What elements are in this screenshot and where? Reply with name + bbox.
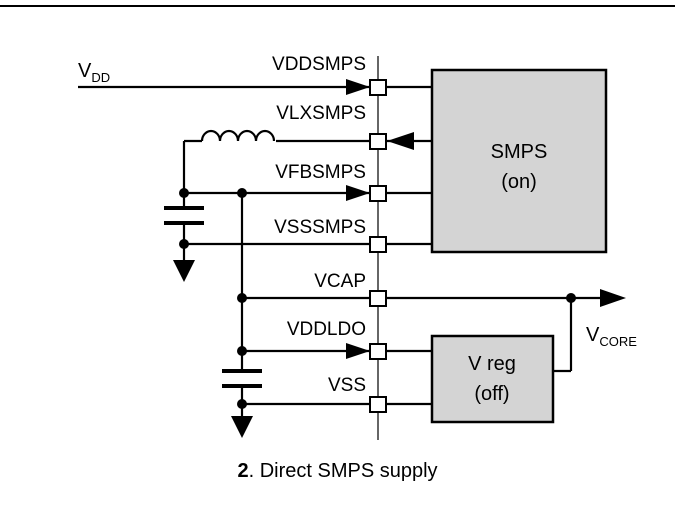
- left-ground-symbol: [173, 260, 195, 282]
- lower-ground-symbol: [231, 416, 253, 438]
- inductor-symbol: [200, 129, 276, 142]
- pin-label-vcap: VCAP: [314, 271, 366, 292]
- vlx-arrow: [387, 132, 414, 150]
- vreg-block-title: V reg: [468, 353, 516, 375]
- vdd-label: VDD: [78, 60, 110, 85]
- vddldo-arrow: [346, 343, 370, 359]
- pin-vlxsmps: [369, 133, 387, 150]
- caption-number: 2: [237, 460, 249, 482]
- smps-block-state: (on): [501, 171, 537, 193]
- pin-label-vlxsmps: VLXSMPS: [276, 103, 366, 124]
- smps-block-title: SMPS: [491, 141, 548, 163]
- vcore-label: VCORE: [586, 324, 637, 349]
- caption-text: . Direct SMPS supply: [248, 460, 438, 482]
- pin-vsssmps: [369, 236, 387, 253]
- smps-block: [430, 68, 608, 254]
- pin-vfbsmps: [369, 185, 387, 202]
- pin-label-vfbsmps: VFBSMPS: [275, 162, 366, 183]
- figure-caption: 2. Direct SMPS supply: [0, 460, 675, 483]
- pin-label-vsssmps: VSSSMPS: [274, 217, 366, 238]
- vdd-arrow: [346, 79, 370, 95]
- pin-vddldo: [369, 343, 387, 360]
- pin-vcap: [369, 290, 387, 307]
- pin-vddsmps: [369, 79, 387, 96]
- pin-label-vss: VSS: [328, 375, 366, 396]
- vcore-arrow: [600, 289, 626, 307]
- vfb-core-junction: [237, 188, 247, 198]
- pin-label-vddsmps: VDDSMPS: [272, 54, 366, 75]
- vreg-block: [430, 334, 555, 424]
- pin-vss: [369, 396, 387, 413]
- pin-label-vddldo: VDDLDO: [287, 319, 366, 340]
- vreg-block-state: (off): [474, 383, 509, 405]
- vfb-arrow: [346, 185, 370, 201]
